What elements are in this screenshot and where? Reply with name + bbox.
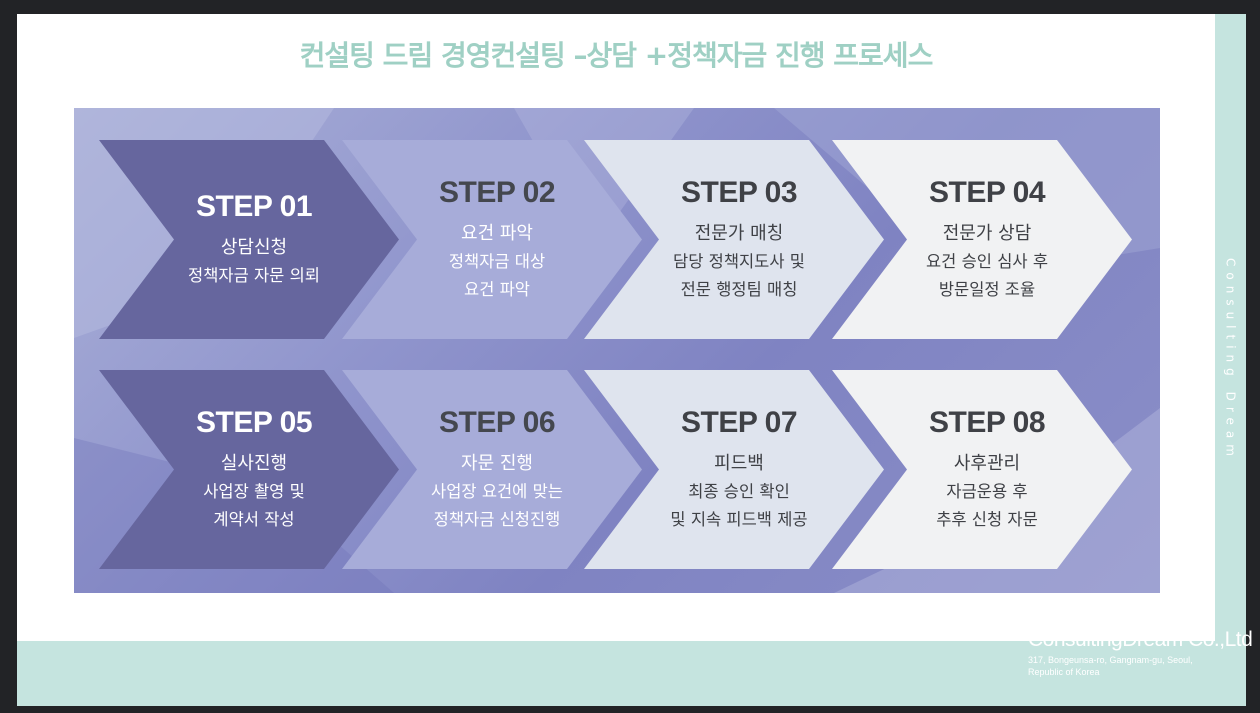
step-title: 요건 파악 — [461, 222, 533, 244]
chevron-shape — [342, 140, 642, 339]
step-number: STEP 08 — [928, 405, 1046, 439]
slide: 컨설팅 드림 경영컨설팅 –상담 +정책자금 진행 프로세스 STEP 01 상담… — [17, 14, 1215, 706]
step-number: STEP 07 — [680, 405, 798, 439]
step-number: STEP 06 — [438, 405, 556, 439]
step-number: STEP 05 — [195, 405, 313, 439]
step-description: 최종 승인 확인 — [688, 481, 790, 501]
step-description: 정책자금 대상 — [448, 251, 546, 271]
step-title: 전문가 매칭 — [694, 222, 784, 244]
step-description: 요건 파악 — [464, 279, 530, 299]
side-strip — [1215, 14, 1246, 706]
company-address: 317, Bongeunsa-ro, Gangnam-gu, Seoul, Re… — [1028, 655, 1193, 677]
step-description: 및 지속 피드백 제공 — [670, 509, 808, 529]
step-number: STEP 04 — [928, 175, 1046, 209]
page-title: 컨설팅 드림 경영컨설팅 –상담 +정책자금 진행 프로세스 — [299, 39, 934, 72]
chevron-shape — [342, 370, 642, 569]
step-title: 피드백 — [714, 452, 764, 474]
step-description: 사업장 촬영 및 — [203, 481, 305, 501]
step-description: 요건 승인 심사 후 — [926, 251, 1048, 271]
step-description: 방문일정 조율 — [938, 279, 1036, 299]
chevron-shape — [99, 140, 399, 339]
step-description: 정책자금 신청진행 — [433, 509, 561, 529]
company-block: ConsultingDream Co.,Ltd 317, Bongeunsa-r… — [1020, 628, 1260, 678]
side-text: Consulting Dream — [1223, 258, 1238, 462]
step-description: 자금운용 후 — [946, 481, 1028, 501]
chevron-shape — [584, 140, 884, 339]
step-title: 실사진행 — [220, 452, 288, 474]
step-title: 자문 진행 — [461, 452, 533, 474]
chevron-shape — [832, 140, 1132, 339]
step-title: 사후관리 — [953, 452, 1021, 474]
step-description: 계약서 작성 — [213, 509, 295, 529]
step-description: 추후 신청 자문 — [936, 509, 1038, 529]
step-description: 담당 정책지도사 및 — [673, 251, 805, 271]
step-description: 사업장 요건에 맞는 — [431, 481, 563, 501]
step-number: STEP 03 — [680, 175, 798, 209]
step-title: 상담신청 — [220, 236, 288, 258]
step-description: 정책자금 자문 의뢰 — [188, 265, 320, 285]
chevron-shape — [99, 370, 399, 569]
step-number: STEP 02 — [438, 175, 556, 209]
company-name: ConsultingDream Co.,Ltd — [1028, 628, 1253, 651]
step-description: 전문 행정팀 매칭 — [680, 279, 798, 299]
step-title: 전문가 상담 — [942, 222, 1032, 244]
footer-band — [17, 641, 1215, 706]
step-number: STEP 01 — [195, 189, 313, 223]
chevron-shape — [584, 370, 884, 569]
chevron-shape — [832, 370, 1132, 569]
